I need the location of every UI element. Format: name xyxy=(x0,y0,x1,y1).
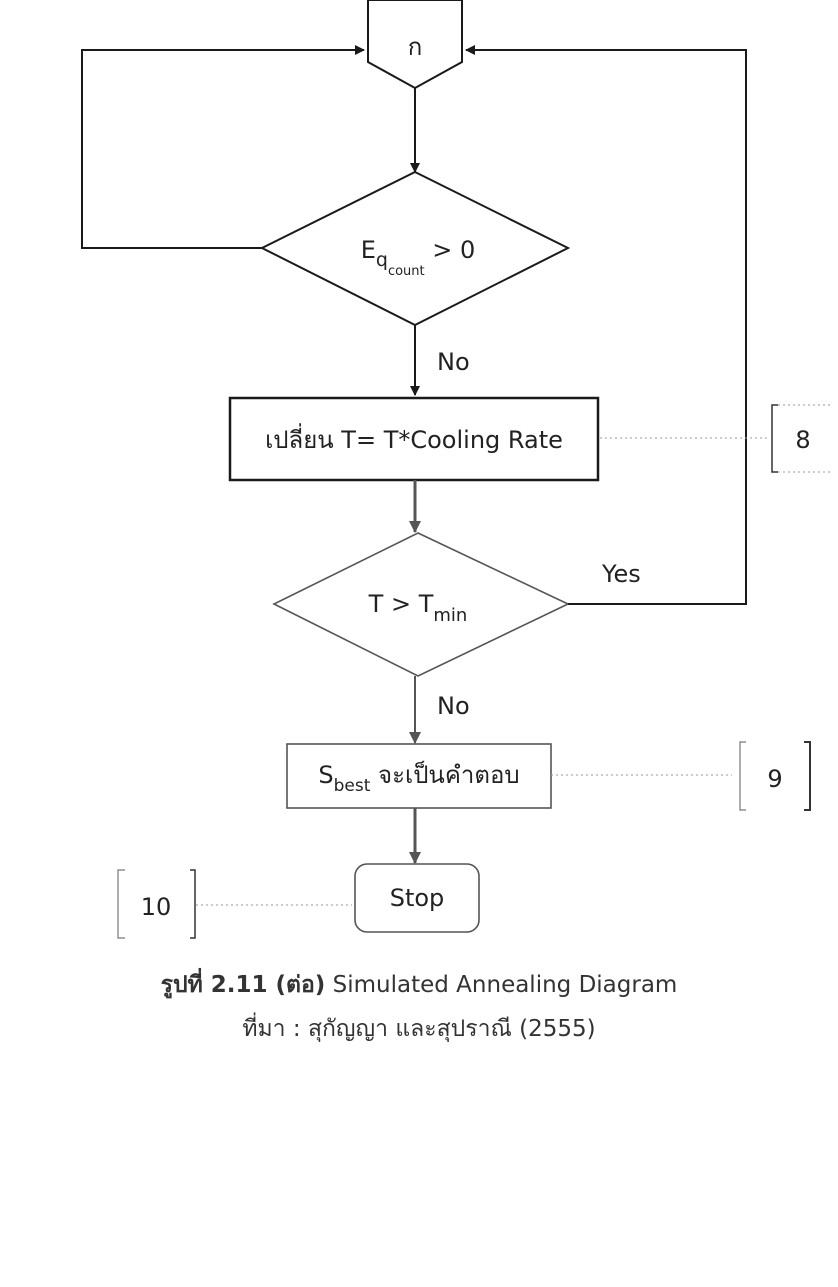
process2-base: S xyxy=(318,761,333,789)
callout-10-right-bracket xyxy=(190,870,195,938)
decision2-left: T > T xyxy=(368,590,434,618)
decision1-base: E xyxy=(361,236,376,264)
callout-8-bracket xyxy=(772,405,778,472)
callout-9-right-bracket xyxy=(804,742,810,810)
decision-eq-count xyxy=(262,172,568,325)
decision2-sub: min xyxy=(433,605,467,626)
decision2-no-label: No xyxy=(437,692,470,720)
caption-prefix: รูปที่ 2.11 (ต่อ) xyxy=(161,972,326,998)
callout-9-label: 9 xyxy=(767,765,782,793)
callout-10-label: 10 xyxy=(141,893,172,921)
callout-9-left-bracket xyxy=(740,742,746,810)
terminal-label: Stop xyxy=(390,884,445,912)
decision1-tail: > 0 xyxy=(425,236,476,264)
decision1-no-label: No xyxy=(437,348,470,376)
process1-label: เปลี่ยน T= T*Cooling Rate xyxy=(265,423,563,454)
callout-10-left-bracket xyxy=(118,870,125,938)
decision1-sub1: q xyxy=(376,249,388,271)
figure-caption: รูปที่ 2.11 (ต่อ) Simulated Annealing Di… xyxy=(0,967,838,1003)
loop-decision2-yes-to-connector xyxy=(466,50,746,604)
process2-sub: best xyxy=(334,776,371,796)
decision1-sub2: count xyxy=(388,264,425,279)
figure-source: ที่มา : สุกัญญา และสุปราณี (2555) xyxy=(0,1011,838,1047)
callout-8-label: 8 xyxy=(795,426,810,454)
connector-label: ก xyxy=(408,33,423,61)
decision2-yes-label: Yes xyxy=(601,560,641,588)
caption-title: Simulated Annealing Diagram xyxy=(333,972,678,998)
process2-tail: จะเป็นคำตอบ xyxy=(370,760,519,789)
